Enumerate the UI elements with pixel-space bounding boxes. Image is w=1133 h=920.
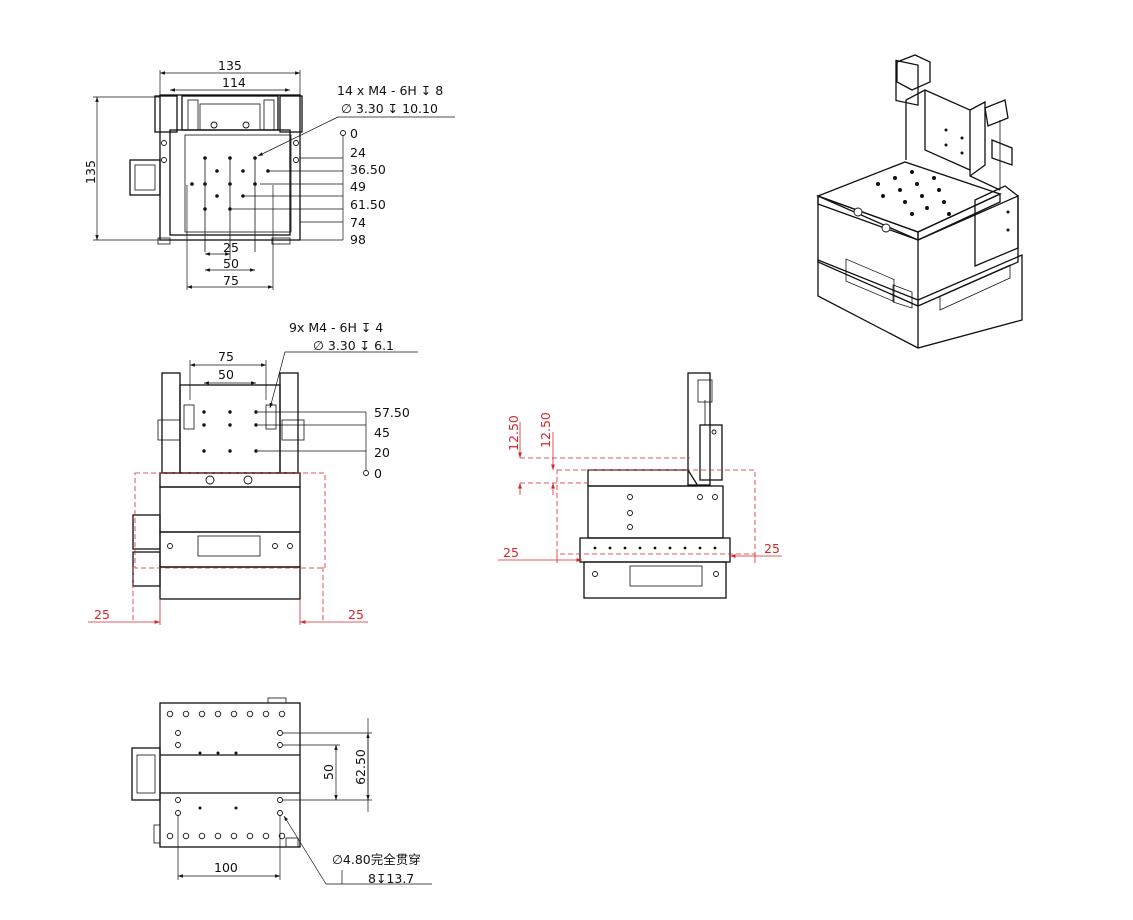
side-travel-left: 25	[503, 545, 519, 560]
iso-hole-pattern	[853, 170, 951, 233]
front-note-thread: 9x M4 - 6H ↧ 4	[289, 320, 383, 335]
top-ord-74: 74	[350, 215, 366, 230]
side-view: 12.50 12.50 25 25	[498, 372, 782, 599]
top-ord-61-50: 61.50	[350, 197, 386, 212]
side-vert-dim-1: 12.50	[506, 415, 521, 451]
front-view: 25 25 75 50 9x M4 - 6H ↧ 4 ∅ 3.30 ↧ 6.1 …	[88, 320, 418, 625]
front-ord-0: 0	[374, 466, 382, 481]
front-dim-50: 50	[218, 367, 234, 382]
front-note-drill: ∅ 3.30 ↧ 6.1	[313, 338, 394, 353]
top-ord-36-50: 36.50	[350, 162, 386, 177]
top-dim-75: 75	[223, 273, 239, 288]
side-travel-right: 25	[764, 541, 780, 556]
bottom-dim-100: 100	[214, 860, 238, 875]
bottom-dim-62-50: 62.50	[353, 749, 368, 785]
top-note-thread: 14 x M4 - 6H ↧ 8	[337, 83, 443, 98]
top-dim-50: 50	[223, 256, 239, 271]
top-ord-24: 24	[350, 145, 366, 160]
bottom-hole-pattern	[166, 710, 286, 840]
top-hole-pattern	[190, 156, 270, 260]
front-ord-45: 45	[374, 425, 390, 440]
side-rail-holes	[593, 546, 717, 550]
front-ord-57-50: 57.50	[374, 405, 410, 420]
top-ord-49: 49	[350, 179, 366, 194]
front-hole-pattern	[202, 410, 258, 453]
bottom-dim-50: 50	[321, 764, 336, 780]
front-travel-left: 25	[94, 607, 110, 622]
front-travel-right: 25	[348, 607, 364, 622]
bottom-note-through: ∅4.80完全贯穿	[332, 852, 421, 867]
side-vert-dim-2: 12.50	[538, 412, 553, 448]
top-ord-98: 98	[350, 232, 366, 247]
top-dim-135: 135	[218, 58, 242, 73]
top-dim-114: 114	[222, 75, 246, 90]
isometric-view	[816, 54, 1023, 349]
top-ord-0: 0	[350, 126, 358, 141]
front-ord-20: 20	[374, 445, 390, 460]
bottom-view: 50 62.50 100 ∅4.80完全贯穿 8↧13.7	[131, 697, 432, 886]
top-dim-135-vertical: 135	[83, 160, 98, 184]
top-note-drill: ∅ 3.30 ↧ 10.10	[341, 101, 438, 116]
front-dim-75: 75	[218, 349, 234, 364]
top-view: 135 114 135 14 x M4 - 6H ↧ 8 ∅ 3.30 ↧ 10…	[83, 58, 455, 290]
top-dim-25: 25	[223, 240, 239, 255]
bottom-note-counterbore: 8↧13.7	[368, 871, 414, 886]
